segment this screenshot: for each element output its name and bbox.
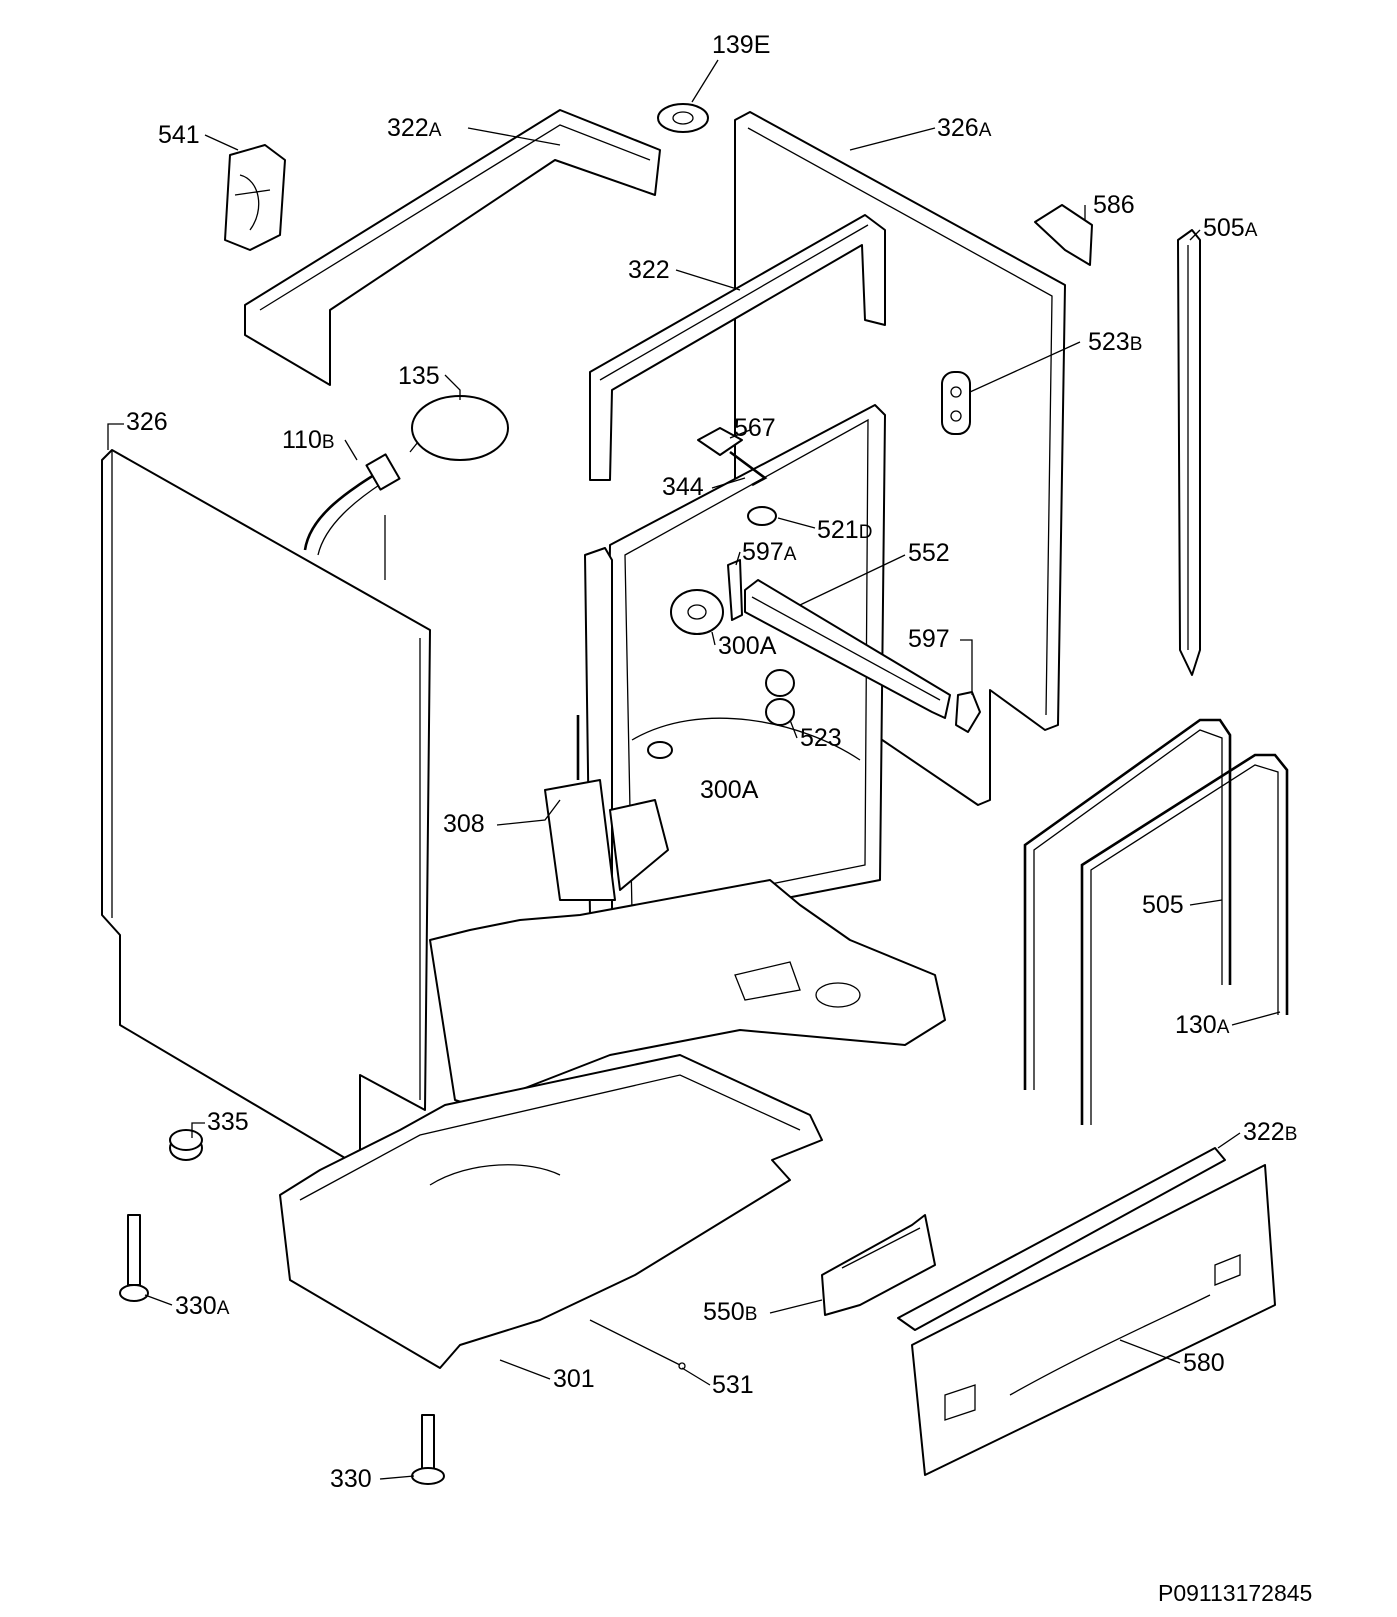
part-322b-rail	[897, 1147, 1226, 1331]
callout-110b: 110B	[282, 426, 335, 454]
part-308-hinge	[544, 547, 669, 916]
part-335-wheel	[169, 1129, 203, 1161]
part-330a-screw	[119, 1214, 149, 1302]
callout-597a: 597A	[742, 538, 797, 566]
callout-322: 322	[628, 256, 670, 284]
part-135-dispenser	[409, 395, 509, 461]
part-567-344-clip	[697, 427, 768, 487]
part-130a-gasket	[1080, 753, 1289, 1125]
part-531-rod	[589, 1319, 686, 1370]
callout-580: 580	[1183, 1349, 1225, 1377]
callout-552: 552	[908, 539, 950, 567]
part-580-kickplate	[911, 1164, 1276, 1476]
callout-322b: 322B	[1243, 1118, 1298, 1146]
part-326-side-panel	[101, 449, 431, 1159]
leader-lines	[107, 59, 1281, 1480]
callout-300a-tub: 300A	[700, 776, 759, 804]
callout-139e: 139E	[712, 31, 771, 59]
callout-550b: 550B	[703, 1298, 758, 1326]
callout-301: 301	[553, 1365, 595, 1393]
callout-300a-wheel: 300A	[718, 632, 777, 660]
part-330-screw	[411, 1414, 445, 1485]
callout-135: 135	[398, 362, 440, 390]
callout-330: 330	[330, 1465, 372, 1493]
callout-326: 326	[126, 408, 168, 436]
part-110b-hose	[303, 453, 401, 580]
callout-586: 586	[1093, 191, 1135, 219]
callout-541: 541	[158, 121, 200, 149]
callout-330a: 330A	[175, 1292, 230, 1320]
callout-531: 531	[712, 1371, 754, 1399]
callout-597: 597	[908, 625, 950, 653]
callout-505a: 505A	[1203, 214, 1258, 242]
part-521d-ring	[747, 506, 777, 526]
callout-344: 344	[662, 473, 704, 501]
drawing-number: P09113172845	[1158, 1580, 1313, 1606]
part-505a-strip	[1177, 229, 1201, 676]
part-586-clip	[1034, 204, 1093, 266]
part-597a-clip	[727, 559, 743, 621]
part-300a-wheel	[670, 589, 724, 635]
part-523-bushings	[765, 669, 795, 726]
callout-308: 308	[443, 810, 485, 838]
part-505-gasket	[1023, 718, 1232, 1090]
callout-523b: 523B	[1088, 328, 1143, 356]
part-139e-nut	[657, 103, 709, 133]
part-552-rail	[744, 579, 951, 719]
callout-521d: 521D	[817, 516, 873, 544]
part-550b-bracket	[821, 1214, 936, 1316]
part-322-frame	[589, 214, 886, 481]
callout-130a: 130A	[1175, 1011, 1230, 1039]
callout-567: 567	[734, 414, 776, 442]
callout-322a: 322A	[387, 114, 442, 142]
callout-505: 505	[1142, 891, 1184, 919]
callout-326a: 326A	[937, 114, 992, 142]
part-523b-plate	[941, 371, 971, 435]
part-tub	[604, 404, 886, 931]
part-301-tray	[279, 1054, 823, 1369]
callout-335: 335	[207, 1108, 249, 1136]
callout-523: 523	[800, 724, 842, 752]
part-541-bracket	[224, 144, 286, 251]
part-322a-upper-rail	[244, 109, 661, 386]
part-597-clip	[955, 691, 981, 733]
